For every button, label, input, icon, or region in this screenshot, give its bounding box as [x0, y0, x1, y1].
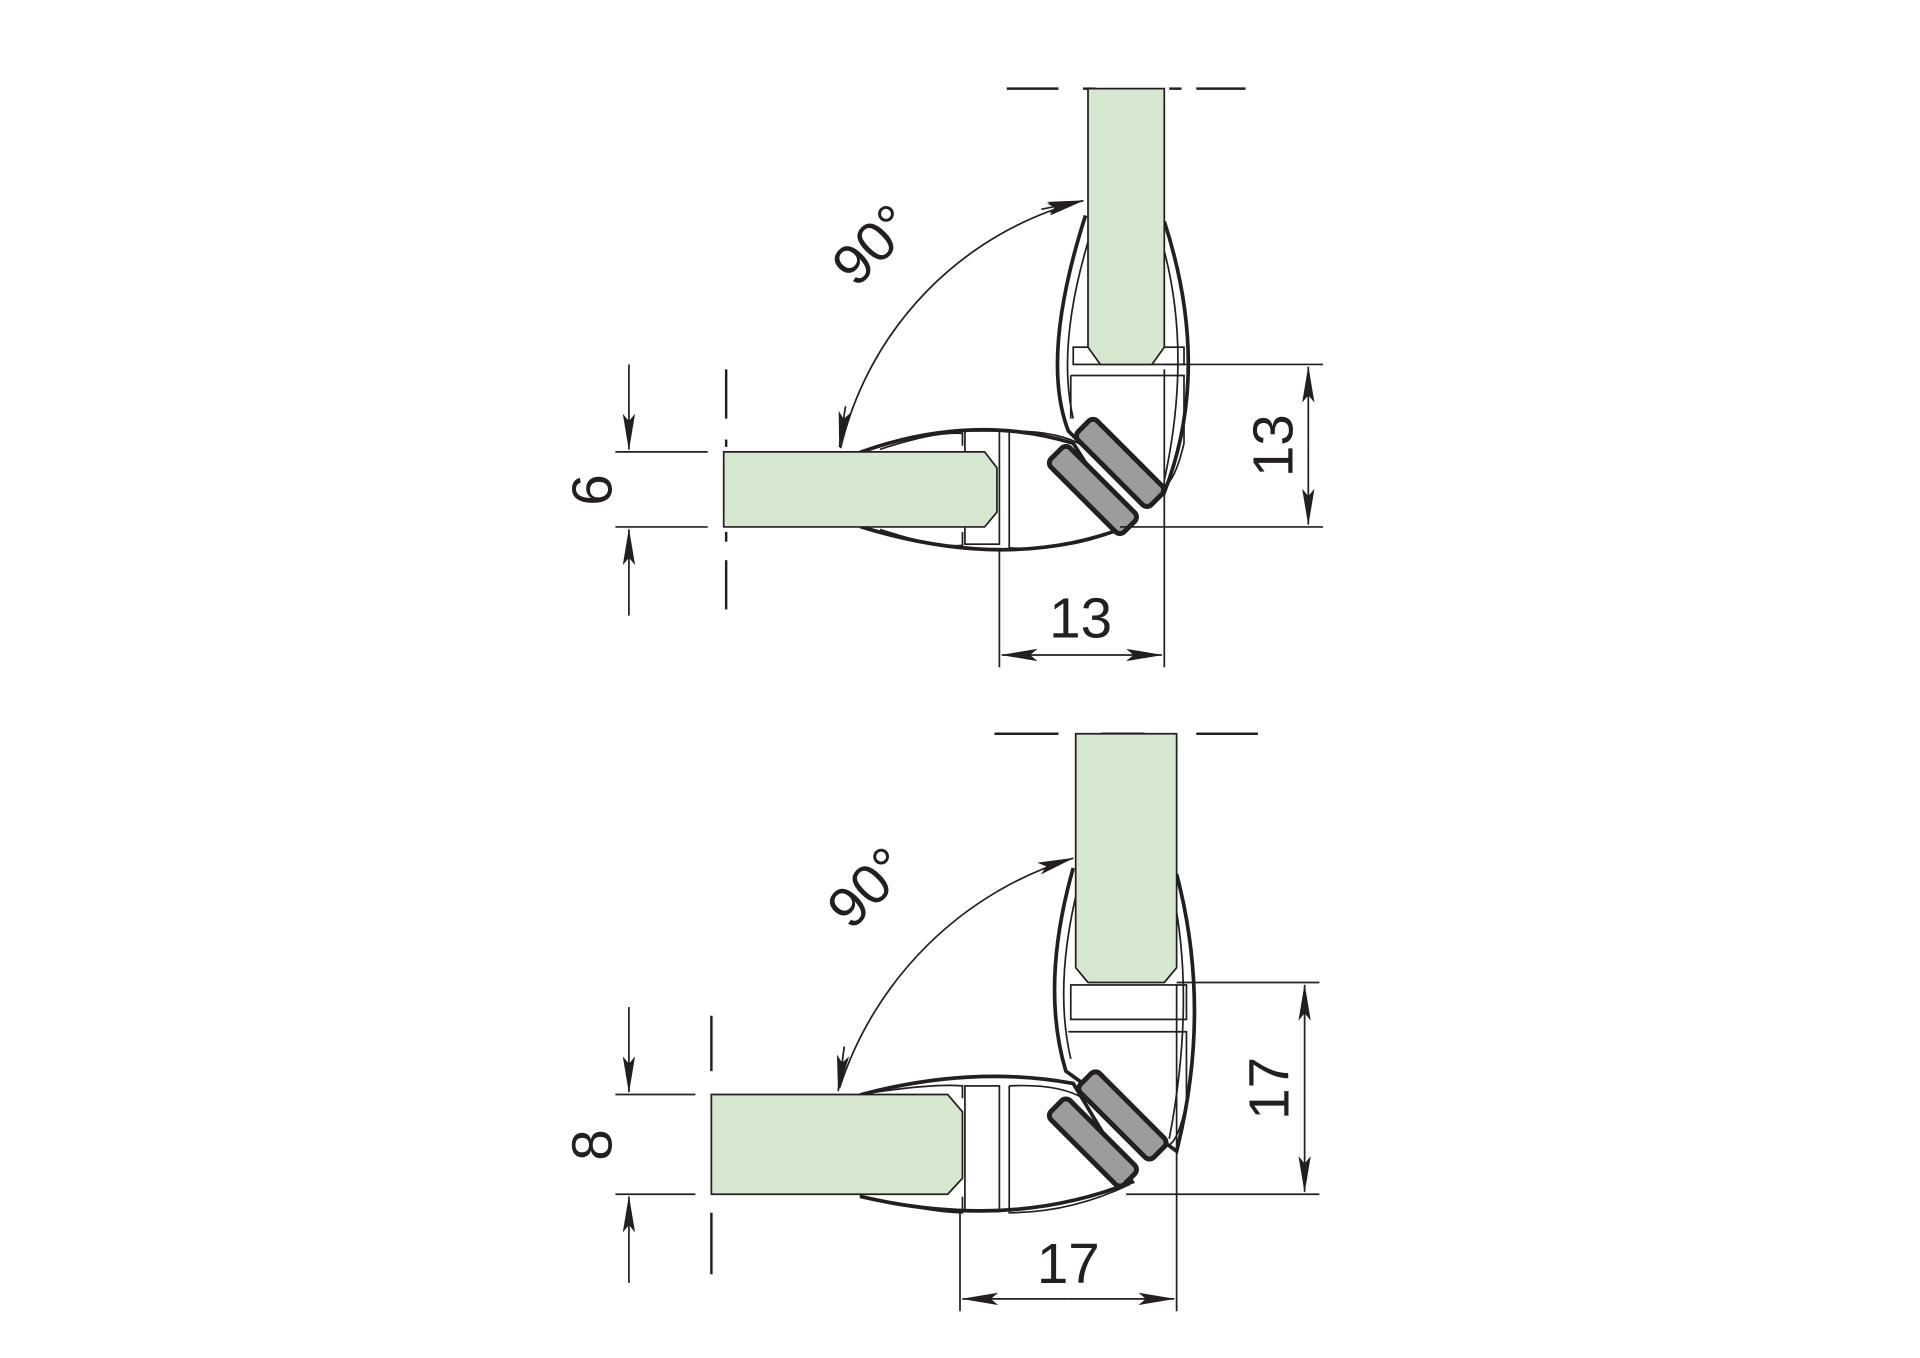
glass-panel-horizontal [710, 1093, 964, 1196]
seal-height-label: 17 [1238, 1057, 1301, 1120]
seal-height-label: 13 [1241, 414, 1304, 477]
dimension-lines [615, 199, 1324, 668]
center-lines [724, 87, 1246, 610]
seal-width-label: 17 [1037, 1232, 1100, 1295]
glass-panel-vertical [1087, 87, 1166, 366]
magnet-strip [1046, 1096, 1139, 1189]
dimension-lines [615, 857, 1320, 1312]
magnet-strip [1076, 1069, 1169, 1162]
diagram-8mm: 8 17 17 90° [561, 732, 1320, 1312]
seal-width-label: 13 [1049, 587, 1112, 650]
angle-label: 90° [820, 192, 925, 297]
glass-thickness-label: 8 [561, 1129, 624, 1160]
glass-thickness-label: 6 [561, 474, 624, 505]
angle-label: 90° [815, 835, 920, 940]
glass-panel-horizontal [722, 450, 998, 528]
diagram-6mm: 6 13 13 90° [561, 87, 1324, 668]
magnet-strip [1073, 416, 1167, 509]
glass-panel-vertical [1074, 732, 1178, 984]
